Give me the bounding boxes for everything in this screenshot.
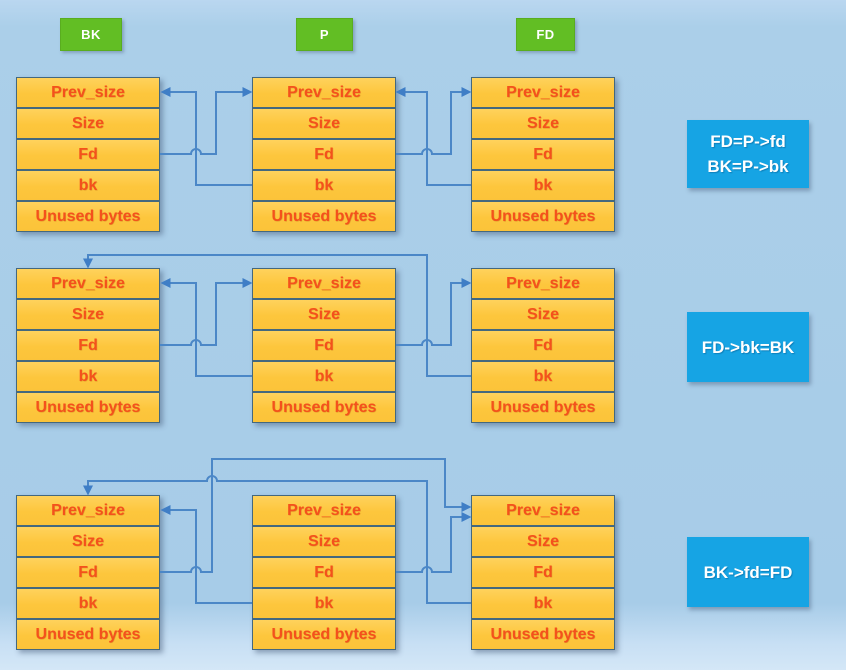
field-prev_size: Prev_size [16, 77, 160, 108]
field-size: Size [16, 526, 160, 557]
field-fd: Fd [471, 330, 615, 361]
pointer-arrow-row1-fd-bk-to-p [395, 87, 471, 186]
field-fd: Fd [471, 557, 615, 588]
field-prev_size: Prev_size [252, 77, 396, 108]
step3-annotation: BK->fd=FD [687, 537, 809, 607]
pointer-arrow-row2-p-fd-to-fd [396, 278, 472, 346]
annotation-line: BK=P->bk [707, 157, 789, 176]
field-size: Size [252, 108, 396, 139]
annotation-line: BK->fd=FD [703, 562, 793, 582]
pointer-arrow-row1-p-bk-to-bk [160, 87, 252, 186]
chunk-header-fd: FD [516, 18, 575, 51]
field-size: Size [16, 108, 160, 139]
field-unused-bytes: Unused bytes [252, 201, 396, 232]
field-bk: bk [252, 361, 396, 392]
field-unused-bytes: Unused bytes [471, 392, 615, 423]
pointer-arrow-row2-p-bk-to-bk [160, 278, 252, 377]
field-fd: Fd [252, 330, 396, 361]
step2-annotation: FD->bk=BK [687, 312, 809, 382]
field-size: Size [471, 526, 615, 557]
field-bk: bk [471, 170, 615, 201]
field-prev_size: Prev_size [252, 268, 396, 299]
field-unused-bytes: Unused bytes [471, 201, 615, 232]
field-fd: Fd [16, 139, 160, 170]
field-fd: Fd [16, 557, 160, 588]
field-prev_size: Prev_size [252, 495, 396, 526]
field-bk: bk [16, 361, 160, 392]
field-unused-bytes: Unused bytes [252, 619, 396, 650]
field-size: Size [252, 299, 396, 330]
field-prev_size: Prev_size [16, 495, 160, 526]
field-fd: Fd [252, 557, 396, 588]
field-bk: bk [471, 588, 615, 619]
field-unused-bytes: Unused bytes [16, 619, 160, 650]
field-unused-bytes: Unused bytes [471, 619, 615, 650]
pointer-arrow-row3-p-fd-to-fd [396, 512, 472, 573]
field-size: Size [471, 108, 615, 139]
field-fd: Fd [252, 139, 396, 170]
chunk-header-bk: BK [60, 18, 122, 51]
field-size: Size [16, 299, 160, 330]
field-size: Size [252, 526, 396, 557]
pointer-arrow-row1-p-fd-to-fd [396, 87, 472, 155]
field-prev_size: Prev_size [471, 495, 615, 526]
field-prev_size: Prev_size [16, 268, 160, 299]
field-bk: bk [471, 361, 615, 392]
field-unused-bytes: Unused bytes [16, 392, 160, 423]
field-fd: Fd [16, 330, 160, 361]
field-bk: bk [252, 170, 396, 201]
field-fd: Fd [471, 139, 615, 170]
annotation-line: FD=P->fd [710, 132, 786, 151]
pointer-arrow-row1-bk-fd-to-p [160, 87, 253, 155]
annotation-line: FD->bk=BK [701, 337, 795, 357]
field-unused-bytes: Unused bytes [16, 201, 160, 232]
field-prev_size: Prev_size [471, 77, 615, 108]
field-bk: bk [16, 170, 160, 201]
field-bk: bk [252, 588, 396, 619]
field-bk: bk [16, 588, 160, 619]
pointer-arrow-row3-p-bk-to-bk [160, 505, 252, 604]
pointer-arrow-row2-bk-fd-to-p [160, 278, 253, 346]
field-size: Size [471, 299, 615, 330]
field-prev_size: Prev_size [471, 268, 615, 299]
chunk-header-p: P [296, 18, 353, 51]
field-unused-bytes: Unused bytes [252, 392, 396, 423]
